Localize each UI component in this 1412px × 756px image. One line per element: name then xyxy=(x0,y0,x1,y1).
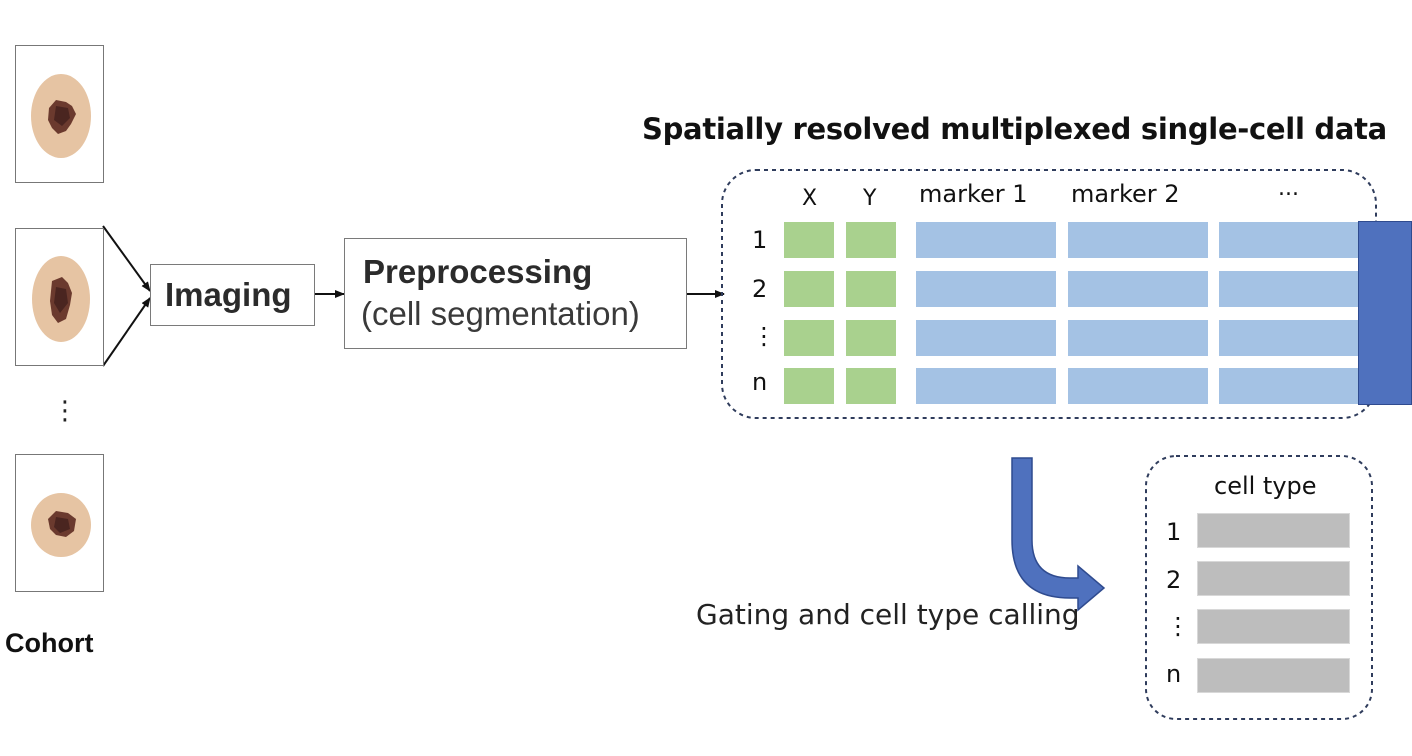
cell-marker1-row-1 xyxy=(916,222,1056,258)
preprocessing-title: Preprocessing xyxy=(363,253,593,290)
cell-marker2-row-n xyxy=(1068,368,1208,404)
cohort-label: Cohort xyxy=(5,628,94,658)
preprocessing-subtitle: (cell segmentation) xyxy=(361,295,640,332)
cell-more-row-3 xyxy=(1219,320,1359,356)
row-label-n: n xyxy=(752,368,768,396)
tissue-slide-2 xyxy=(15,228,104,366)
imaging-label: Imaging xyxy=(165,276,292,313)
tissue-image-icon xyxy=(31,74,91,158)
cell-marker1-row-n xyxy=(916,368,1056,404)
gating-bent-arrow xyxy=(1011,457,1106,612)
cell-marker1-row-3 xyxy=(916,320,1056,356)
celltype-row-label-1: 1 xyxy=(1166,518,1182,546)
tissue-slide-1 xyxy=(15,45,104,183)
tissue-image-icon xyxy=(32,256,90,342)
cohort-ellipsis: ⋮ xyxy=(52,396,78,426)
column-header-marker-1: marker 1 xyxy=(919,180,1028,208)
slide-to-imaging-arrow-top xyxy=(102,225,151,292)
cell-x-row-2 xyxy=(784,271,834,307)
cell-x-row-3 xyxy=(784,320,834,356)
gating-label: Gating and cell type calling xyxy=(696,598,1080,631)
column-header-marker-2: marker 2 xyxy=(1071,180,1180,208)
cell-marker2-row-2 xyxy=(1068,271,1208,307)
celltype-row-label-2: 2 xyxy=(1166,566,1182,594)
column-header-cell-type: cell type xyxy=(1214,472,1317,500)
preprocessing-box: Preprocessing (cell segmentation) xyxy=(344,238,687,349)
cell-marker2-row-3 xyxy=(1068,320,1208,356)
tissue-slide-3 xyxy=(15,454,104,592)
celltype-cell-row-3 xyxy=(1197,609,1350,644)
celltype-cell-row-1 xyxy=(1197,513,1350,548)
column-header-x: X xyxy=(802,186,818,211)
cell-y-row-n xyxy=(846,368,896,404)
tissue-image-icon xyxy=(31,493,91,557)
data-title: Spatially resolved multiplexed single-ce… xyxy=(642,112,1387,146)
row-label-1: 1 xyxy=(752,226,768,254)
celltype-cell-row-2 xyxy=(1197,561,1350,596)
celltype-cell-row-n xyxy=(1197,658,1350,693)
cell-marker2-row-1 xyxy=(1068,222,1208,258)
imaging-box: Imaging xyxy=(150,264,315,326)
cell-more-row-n xyxy=(1219,368,1359,404)
celltype-row-label-n: n xyxy=(1166,660,1182,688)
cell-y-row-2 xyxy=(846,271,896,307)
cell-y-row-1 xyxy=(846,222,896,258)
cell-y-row-3 xyxy=(846,320,896,356)
slide-to-imaging-arrow-bottom xyxy=(102,297,151,367)
celltype-row-label-ellipsis: ⋮ xyxy=(1166,612,1190,640)
row-label-ellipsis: ⋮ xyxy=(752,322,776,350)
cell-type-table-border xyxy=(1145,455,1373,720)
row-label-2: 2 xyxy=(752,275,768,303)
cell-x-row-n xyxy=(784,368,834,404)
cell-more-row-2 xyxy=(1219,271,1359,307)
column-header-y: Y xyxy=(863,186,877,211)
cell-x-row-1 xyxy=(784,222,834,258)
cell-marker1-row-2 xyxy=(916,271,1056,307)
cell-more-row-1 xyxy=(1219,222,1359,258)
selection-sidebar xyxy=(1358,221,1412,405)
column-header-more: ... xyxy=(1278,176,1299,201)
